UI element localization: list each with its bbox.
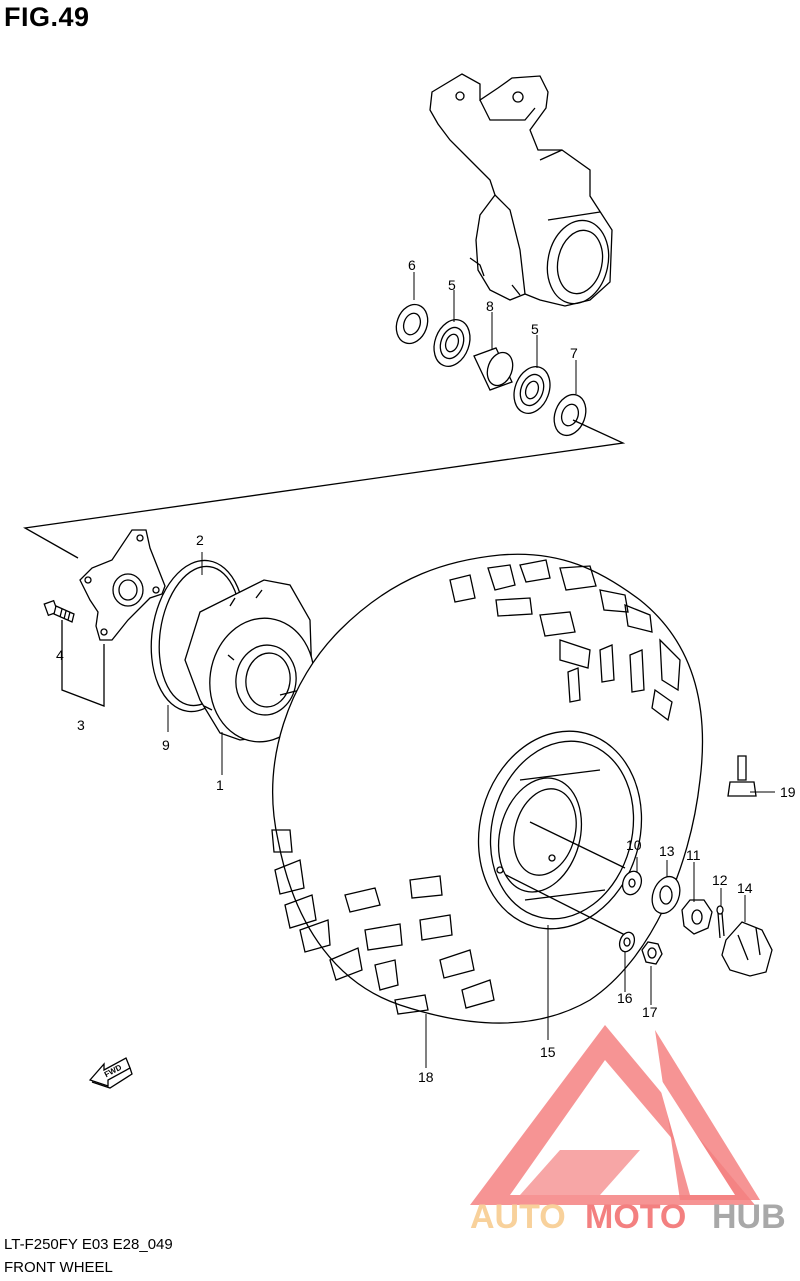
label-16: 16 <box>617 990 633 1006</box>
cotter-pin-12 <box>716 905 725 939</box>
label-10: 10 <box>626 837 642 853</box>
washer-10 <box>621 870 643 896</box>
label-6: 6 <box>408 257 416 273</box>
figure-name: FRONT WHEEL <box>4 1259 113 1276</box>
nut-17 <box>641 941 663 965</box>
label-9: 9 <box>162 737 170 753</box>
washer-13 <box>651 875 681 915</box>
leader-lines <box>61 272 775 1068</box>
logo-text-moto: MOTO <box>585 1198 686 1236</box>
bearing-5b <box>513 366 551 414</box>
label-14: 14 <box>737 880 753 896</box>
assembly-line <box>23 419 626 559</box>
label-18: 18 <box>418 1069 434 1085</box>
figure-code: LT-F250FY E03 E28_049 <box>4 1236 173 1253</box>
label-4: 4 <box>56 647 64 663</box>
axle-line-lower <box>505 874 626 936</box>
label-3: 3 <box>77 717 85 733</box>
hub-cap-14 <box>721 921 773 977</box>
logo-text-hub: HUB <box>712 1198 786 1236</box>
bearing-5a <box>433 319 471 367</box>
label-19: 19 <box>780 784 796 800</box>
label-2: 2 <box>196 532 204 548</box>
label-13: 13 <box>659 843 675 859</box>
castle-nut-11 <box>681 899 713 935</box>
oil-seal-6 <box>395 303 429 345</box>
label-8: 8 <box>486 298 494 314</box>
logo-text-auto: AUTO <box>470 1198 566 1236</box>
oil-seal-7 <box>553 393 587 437</box>
leader-3-4 <box>61 620 105 707</box>
part-labels: 6 5 8 5 7 2 4 3 9 1 10 13 11 12 14 19 16… <box>56 257 796 1085</box>
axle-line-upper <box>529 821 626 869</box>
label-12: 12 <box>712 872 728 888</box>
label-1: 1 <box>216 777 224 793</box>
spacer-8 <box>473 347 514 391</box>
hub-flange-3 <box>79 529 166 641</box>
label-5b: 5 <box>531 321 539 337</box>
steering-knuckle <box>429 73 613 307</box>
valve-19 <box>727 755 757 797</box>
label-7: 7 <box>570 345 578 361</box>
automotohub-logo: AUTO MOTO HUB <box>470 1025 786 1236</box>
label-17: 17 <box>642 1004 658 1020</box>
fwd-arrow-icon: FWD <box>88 1057 133 1089</box>
label-15: 15 <box>540 1044 556 1060</box>
rim-15 <box>477 730 643 930</box>
washer-16 <box>618 931 636 953</box>
bolt-4 <box>43 599 75 623</box>
figure-title: FIG.49 <box>4 2 90 32</box>
label-5a: 5 <box>448 277 456 293</box>
label-11: 11 <box>686 847 701 863</box>
